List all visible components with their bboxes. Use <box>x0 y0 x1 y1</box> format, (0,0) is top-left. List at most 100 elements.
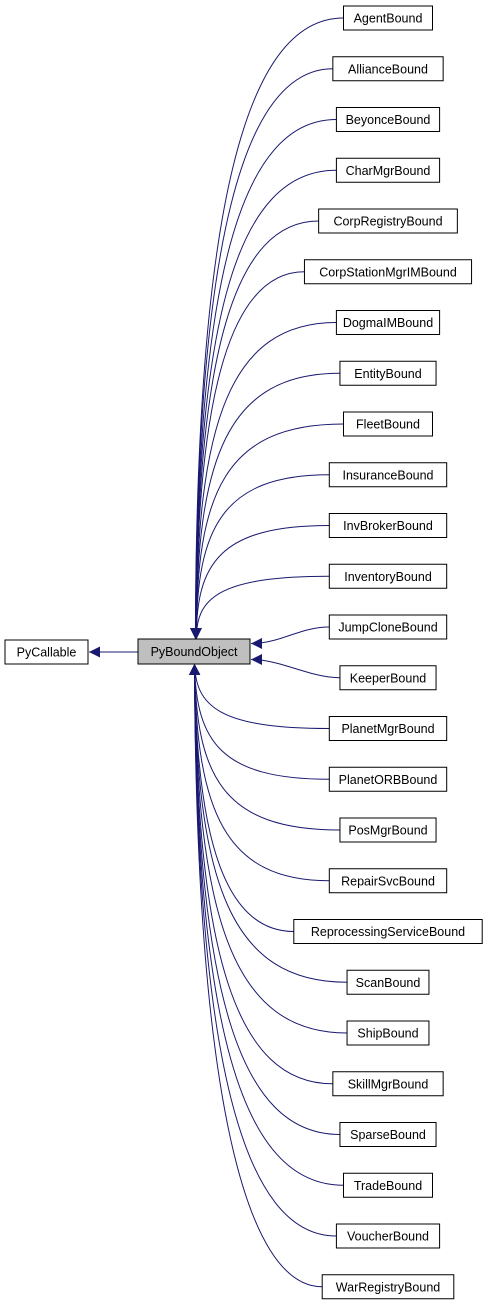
edge-entitybound-to-pyboundobject <box>190 372 340 640</box>
node-label: AgentBound <box>354 12 423 26</box>
node-reprocessingservicebound[interactable]: ReprocessingServiceBound <box>293 919 483 944</box>
node-box <box>303 259 473 285</box>
node-box <box>335 107 441 132</box>
node-label: CorpStationMgrIMBound <box>319 265 457 279</box>
edge-alliancebound-to-pyboundobject <box>190 68 333 640</box>
node-label: InvBrokerBound <box>343 519 433 533</box>
edge-voucherbound-to-pyboundobject <box>189 663 337 1237</box>
node-planetmgrbound[interactable]: PlanetMgrBound <box>328 716 448 741</box>
node-label: ReprocessingServiceBound <box>311 925 465 939</box>
node-jumpclonebound[interactable]: JumpCloneBound <box>328 614 448 640</box>
node-box <box>346 1020 430 1046</box>
node-pycallable[interactable]: PyCallable <box>4 639 89 665</box>
node-label: VoucherBound <box>347 1230 429 1244</box>
node-insurancebound[interactable]: InsuranceBound <box>328 462 448 488</box>
edge-corpstationmgrimbound-to-pyboundobject <box>190 271 305 640</box>
node-label: PlanetMgrBound <box>341 722 434 736</box>
edge-shipbound-to-pyboundobject <box>189 663 348 1034</box>
edges-layer <box>89 17 348 1288</box>
edge-charmgrbound-to-pyboundobject <box>190 169 337 640</box>
edge-planetmgrbound-to-pyboundobject <box>189 663 330 729</box>
node-corpstationmgrimbound[interactable]: CorpStationMgrIMBound <box>303 259 473 285</box>
node-label: InsuranceBound <box>342 468 433 482</box>
node-label: BeyonceBound <box>346 113 431 127</box>
node-label: DogmaIMBound <box>343 316 433 330</box>
node-label: WarRegistryBound <box>336 1280 440 1294</box>
edge-sparsebound-to-pyboundobject <box>189 663 340 1135</box>
edge-jumpclonebound-to-pyboundobject <box>250 626 330 649</box>
node-tradebound[interactable]: TradeBound <box>343 1172 433 1198</box>
edge-inventorybound-to-pyboundobject <box>190 575 330 640</box>
edge-warregistrybound-to-pyboundobject <box>189 663 323 1288</box>
node-label: ShipBound <box>357 1027 418 1041</box>
node-box <box>332 1071 444 1097</box>
node-box <box>328 716 448 741</box>
node-box <box>328 614 448 640</box>
node-label: ScanBound <box>356 976 421 990</box>
node-agentbound[interactable]: AgentBound <box>343 5 433 31</box>
node-scanbound[interactable]: ScanBound <box>346 969 430 995</box>
edge-invbrokerbound-to-pyboundobject <box>190 525 330 640</box>
node-skillmgrbound[interactable]: SkillMgrBound <box>332 1071 444 1097</box>
node-repairsvcbound[interactable]: RepairSvcBound <box>328 868 448 894</box>
node-label: AllianceBound <box>348 62 428 76</box>
node-label: PlanetORBBound <box>339 773 438 787</box>
node-box <box>328 766 448 792</box>
node-beyoncebound[interactable]: BeyonceBound <box>335 107 441 132</box>
edge-agentbound-to-pyboundobject <box>189 17 344 640</box>
node-box <box>343 411 433 437</box>
node-label: RepairSvcBound <box>341 874 435 888</box>
edge-dogmaimbound-to-pyboundobject <box>190 322 337 640</box>
node-box <box>343 1172 433 1198</box>
node-keeperbound[interactable]: KeeperBound <box>339 665 437 691</box>
node-corpregistrybound[interactable]: CorpRegistryBound <box>318 208 458 234</box>
node-box <box>346 969 430 995</box>
node-box <box>335 157 441 183</box>
edge-insurancebound-to-pyboundobject <box>190 474 330 640</box>
node-fleetbound[interactable]: FleetBound <box>343 411 433 437</box>
edge-planetorbbound-to-pyboundobject <box>189 663 330 780</box>
node-box <box>293 919 483 944</box>
node-label: InventoryBound <box>344 570 432 584</box>
node-box <box>343 5 433 31</box>
node-posmgrbound[interactable]: PosMgrBound <box>339 817 437 843</box>
node-box <box>339 360 437 386</box>
node-label: SkillMgrBound <box>348 1077 429 1091</box>
node-voucherbound[interactable]: VoucherBound <box>335 1223 441 1249</box>
node-charmgrbound[interactable]: CharMgrBound <box>335 157 441 183</box>
node-box <box>339 817 437 843</box>
node-pyboundobject-label: PyBoundObject <box>151 645 238 659</box>
edge-beyoncebound-to-pyboundobject <box>190 119 337 640</box>
node-shipbound[interactable]: ShipBound <box>346 1020 430 1046</box>
node-label: SparseBound <box>350 1128 426 1142</box>
node-box <box>328 462 448 488</box>
node-label: CharMgrBound <box>346 164 431 178</box>
node-box <box>339 1122 437 1147</box>
node-sparsebound[interactable]: SparseBound <box>339 1122 437 1147</box>
node-label: PosMgrBound <box>348 824 427 838</box>
node-box <box>335 310 441 335</box>
node-planetorbbound[interactable]: PlanetORBBound <box>328 766 448 792</box>
node-box <box>318 208 458 234</box>
edge-reprocessingservicebound-to-pyboundobject <box>189 663 294 932</box>
node-box <box>328 563 448 589</box>
edge-posmgrbound-to-pyboundobject <box>189 663 340 831</box>
edge-scanbound-to-pyboundobject <box>189 663 348 983</box>
node-inventorybound[interactable]: InventoryBound <box>328 563 448 589</box>
node-entitybound[interactable]: EntityBound <box>339 360 437 386</box>
derived-nodes-layer: AgentBoundAllianceBoundBeyonceBoundCharM… <box>293 5 483 1300</box>
node-label: KeeperBound <box>350 671 427 685</box>
edge-keeperbound-to-pyboundobject <box>250 654 340 679</box>
node-dogmaimbound[interactable]: DogmaIMBound <box>335 310 441 335</box>
node-invbrokerbound[interactable]: InvBrokerBound <box>328 513 448 538</box>
node-pycallable-label: PyCallable <box>17 646 77 660</box>
edge-fleetbound-to-pyboundobject <box>190 423 344 640</box>
node-label: EntityBound <box>354 367 421 381</box>
node-pyboundobject[interactable]: PyBoundObject <box>137 638 251 665</box>
node-warregistrybound[interactable]: WarRegistryBound <box>321 1274 455 1300</box>
node-box <box>339 665 437 691</box>
node-label: TradeBound <box>354 1179 422 1193</box>
node-alliancebound[interactable]: AllianceBound <box>332 56 444 82</box>
node-box <box>321 1274 455 1300</box>
